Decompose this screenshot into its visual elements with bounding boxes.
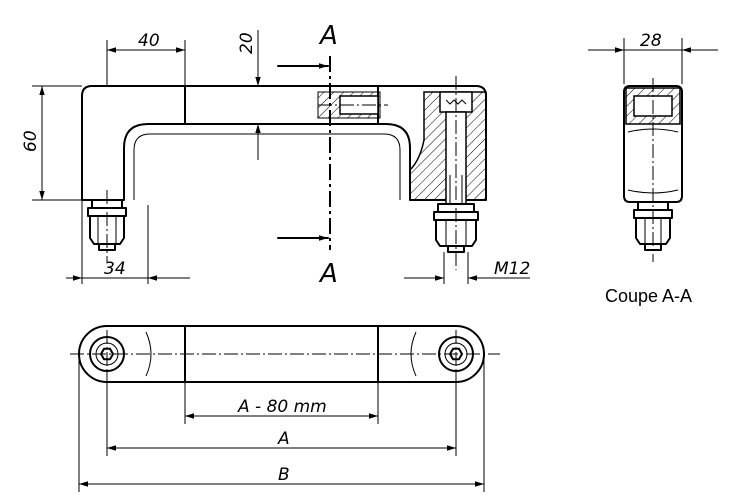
dim-a: A [277,429,290,449]
section-view: 28 Coupe A-A [588,31,718,306]
dim-a80: A - 80 mm [237,397,327,417]
dim-28: 28 [640,31,662,51]
dim-34: 34 [104,259,126,279]
dim-20: 20 [237,32,257,54]
section-caption: Coupe A-A [605,286,692,306]
top-bolt-right [438,330,474,378]
dim-b: B [278,465,290,485]
dim-m12: M12 [494,259,530,279]
dim-60: 60 [21,130,41,152]
top-bolt-left [89,330,125,378]
front-view: A A 40 20 60 34 M12 [21,21,530,289]
dim-40: 40 [138,31,160,51]
section-profile [623,85,683,203]
inner-fillet [133,133,401,200]
section-label-bottom: A [318,259,338,289]
section-label-top: A [318,21,338,51]
top-fillet-left [145,331,152,377]
top-view: A - 80 mm A B [70,325,500,492]
